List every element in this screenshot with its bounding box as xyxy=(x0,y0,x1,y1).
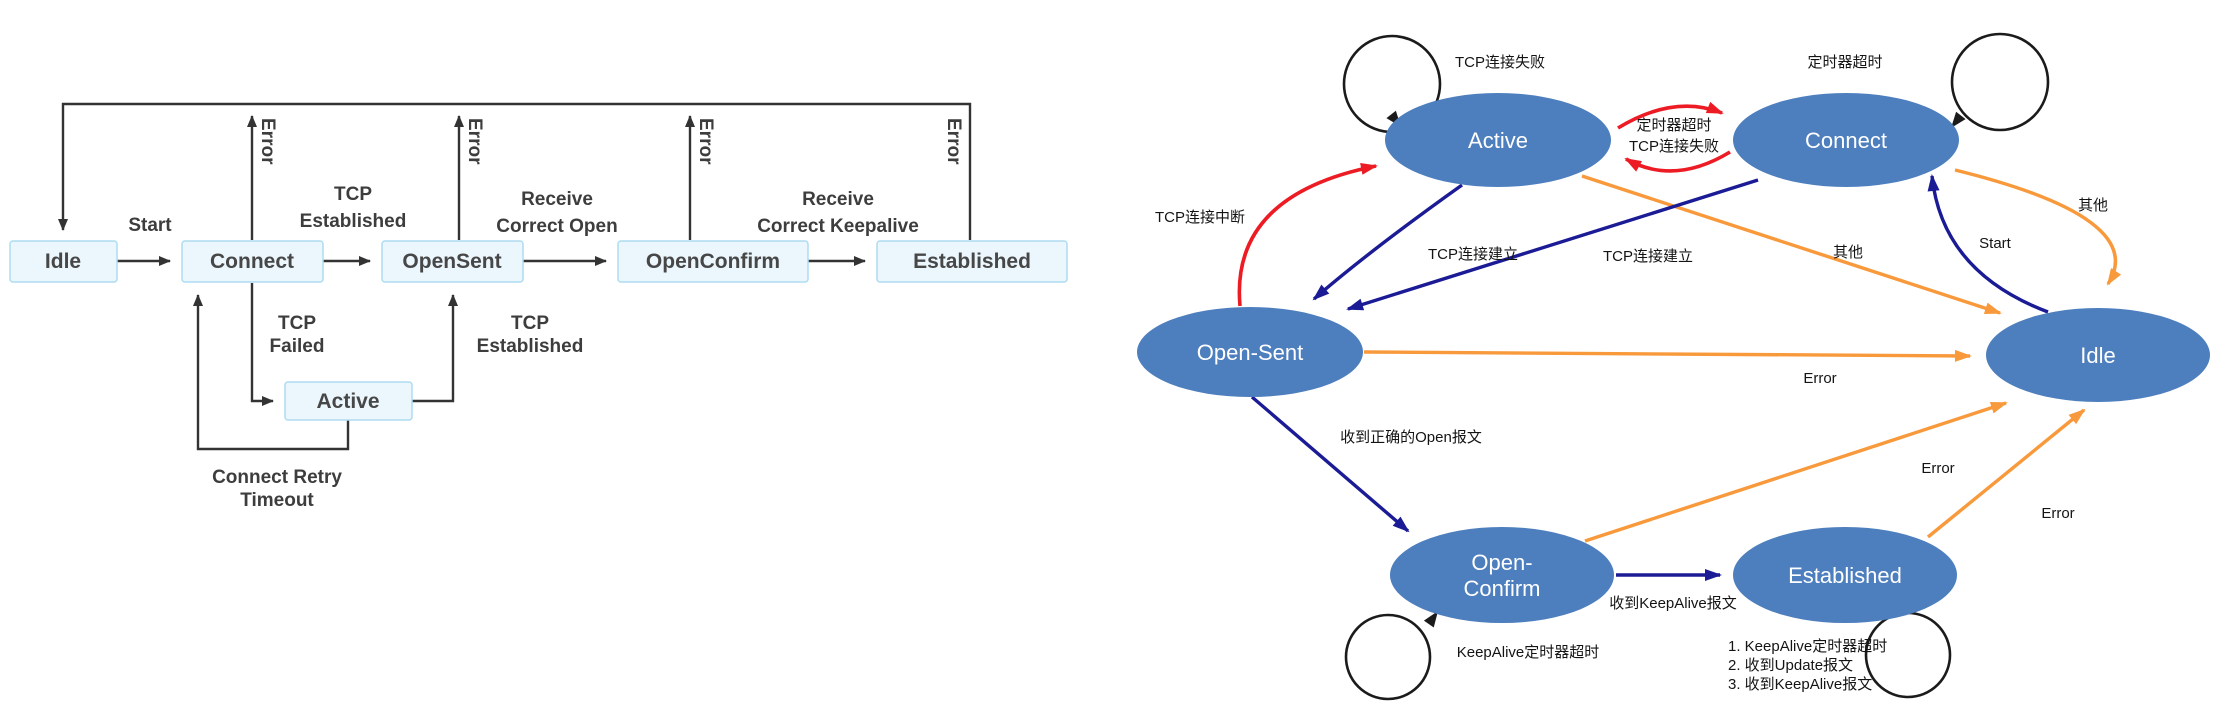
connect-self-loop xyxy=(1950,32,2050,132)
label-error-openconfirm: Error xyxy=(1921,460,1954,477)
node-opensent: Open-Sent xyxy=(1137,307,1363,397)
state-active: Active xyxy=(284,381,413,421)
label-receive-correct-open-b: Correct Open xyxy=(496,216,617,237)
label-receive-correct-keepalive-b: Correct Keepalive xyxy=(757,216,919,237)
label-start: Start xyxy=(128,215,172,236)
label-other-connect-idle: 其他 xyxy=(2078,197,2108,214)
arrow-active-connect xyxy=(193,294,350,451)
established-self-loop xyxy=(1864,611,1952,699)
node-idle: Idle xyxy=(1986,308,2210,402)
label-keepalive-timer: KeepAlive定时器超时 xyxy=(1457,644,1600,661)
label-error-opensent: Error xyxy=(1803,370,1836,387)
label-tcp-established-1b: Established xyxy=(300,211,407,232)
node-established: Established xyxy=(1733,527,1957,623)
arrow-openconfirm-idle-error xyxy=(1584,401,2008,543)
label-tcp-established-2a: TCP xyxy=(511,313,549,334)
label-established-list-2: 2. 收到Update报文 xyxy=(1728,657,1853,674)
node-established-label: Established xyxy=(1788,563,1902,588)
right-bgp-state-machine: Active Connect Open-Sent Idle Open- Conf… xyxy=(1137,32,2210,701)
label-error-2: Error xyxy=(464,118,485,165)
node-active-label: Active xyxy=(1468,128,1528,153)
label-connect-retry-timeout-a: Connect Retry xyxy=(212,467,342,488)
label-timer-timeout-connect-loop: 定时器超时 xyxy=(1807,54,1882,71)
label-tcp-established-1a: TCP xyxy=(334,184,372,205)
node-connect-label: Connect xyxy=(1805,128,1887,153)
node-opensent-label: Open-Sent xyxy=(1197,340,1303,365)
state-established-label: Established xyxy=(913,250,1031,273)
node-openconfirm-label-a: Open- xyxy=(1471,550,1532,575)
state-active-label: Active xyxy=(316,390,379,413)
arrow-connect-active xyxy=(250,283,274,406)
state-openconfirm: OpenConfirm xyxy=(617,240,809,283)
state-connect: Connect xyxy=(181,240,324,283)
label-recv-keepalive: 收到KeepAlive报文 xyxy=(1609,595,1737,612)
node-connect: Connect xyxy=(1733,93,1959,187)
arrow-active-idle-orange xyxy=(1581,174,2002,315)
connect-self-loop-arrowhead xyxy=(1951,111,1966,128)
label-receive-correct-keepalive-a: Receive xyxy=(802,189,874,210)
label-tcp-established-2b: Established xyxy=(477,336,584,357)
state-opensent-label: OpenSent xyxy=(402,250,501,273)
arrow-idle-connect-start xyxy=(1927,174,2049,314)
openconfirm-self-loop xyxy=(1344,613,1432,701)
label-tcp-fail-active-loop: TCP连接失败 xyxy=(1455,54,1545,71)
label-error-1: Error xyxy=(257,118,278,165)
label-start-right: Start xyxy=(1979,235,2012,252)
error-bus-line xyxy=(58,102,972,240)
arrow-connect-active-red-bottom xyxy=(1624,150,1731,173)
state-idle-label: Idle xyxy=(45,250,81,273)
state-established: Established xyxy=(876,240,1068,283)
arrow-opensent-active-red xyxy=(1237,163,1378,307)
label-red-loop-timer-timeout: 定时器超时 xyxy=(1636,117,1711,134)
arrow-active-opensent-navy xyxy=(1312,183,1463,301)
state-idle: Idle xyxy=(9,240,118,283)
label-tcp-interrupt: TCP连接中断 xyxy=(1155,209,1245,226)
label-error-4: Error xyxy=(943,118,964,165)
label-red-loop-tcp-fail: TCP连接失败 xyxy=(1629,138,1719,155)
arrow-opensent-openconfirm-navy xyxy=(1250,395,1410,533)
label-tcp-failed-b: Failed xyxy=(270,336,325,357)
state-openconfirm-label: OpenConfirm xyxy=(646,250,780,273)
openconfirm-self-loop-arrowhead xyxy=(1423,611,1438,628)
label-tcp-failed-a: TCP xyxy=(278,313,316,334)
node-active: Active xyxy=(1385,93,1611,187)
state-opensent: OpenSent xyxy=(381,240,524,283)
label-established-list-3: 3. 收到KeepAlive报文 xyxy=(1728,676,1872,693)
label-tcp-establish-active: TCP连接建立 xyxy=(1428,246,1518,263)
state-connect-label: Connect xyxy=(210,250,294,273)
arrow-established-idle-error xyxy=(1926,408,2086,539)
node-openconfirm: Open- Confirm xyxy=(1390,527,1614,623)
arrow-connect-idle-orange xyxy=(1954,168,2122,286)
label-established-list-1: 1. KeepAlive定时器超时 xyxy=(1728,638,1887,655)
arrow-active-opensent xyxy=(412,294,458,403)
label-receive-correct-open-a: Receive xyxy=(521,189,593,210)
label-connect-retry-timeout-b: Timeout xyxy=(240,490,314,511)
node-openconfirm-label-b: Confirm xyxy=(1463,576,1540,601)
arrow-active-connect-red-top xyxy=(1617,101,1724,130)
node-idle-label: Idle xyxy=(2080,343,2115,368)
label-other-active-idle: 其他 xyxy=(1833,244,1863,261)
arrow-connect-opensent-navy xyxy=(1346,178,1759,311)
label-error-3: Error xyxy=(695,118,716,165)
label-tcp-establish-connect: TCP连接建立 xyxy=(1603,248,1693,265)
arrow-opensent-idle-error xyxy=(1363,349,1972,362)
left-bgp-flowchart: Idle Connect OpenSent OpenConfirm Establ… xyxy=(9,102,1068,511)
label-error-established: Error xyxy=(2041,505,2074,522)
label-recv-open: 收到正确的Open报文 xyxy=(1340,429,1482,446)
